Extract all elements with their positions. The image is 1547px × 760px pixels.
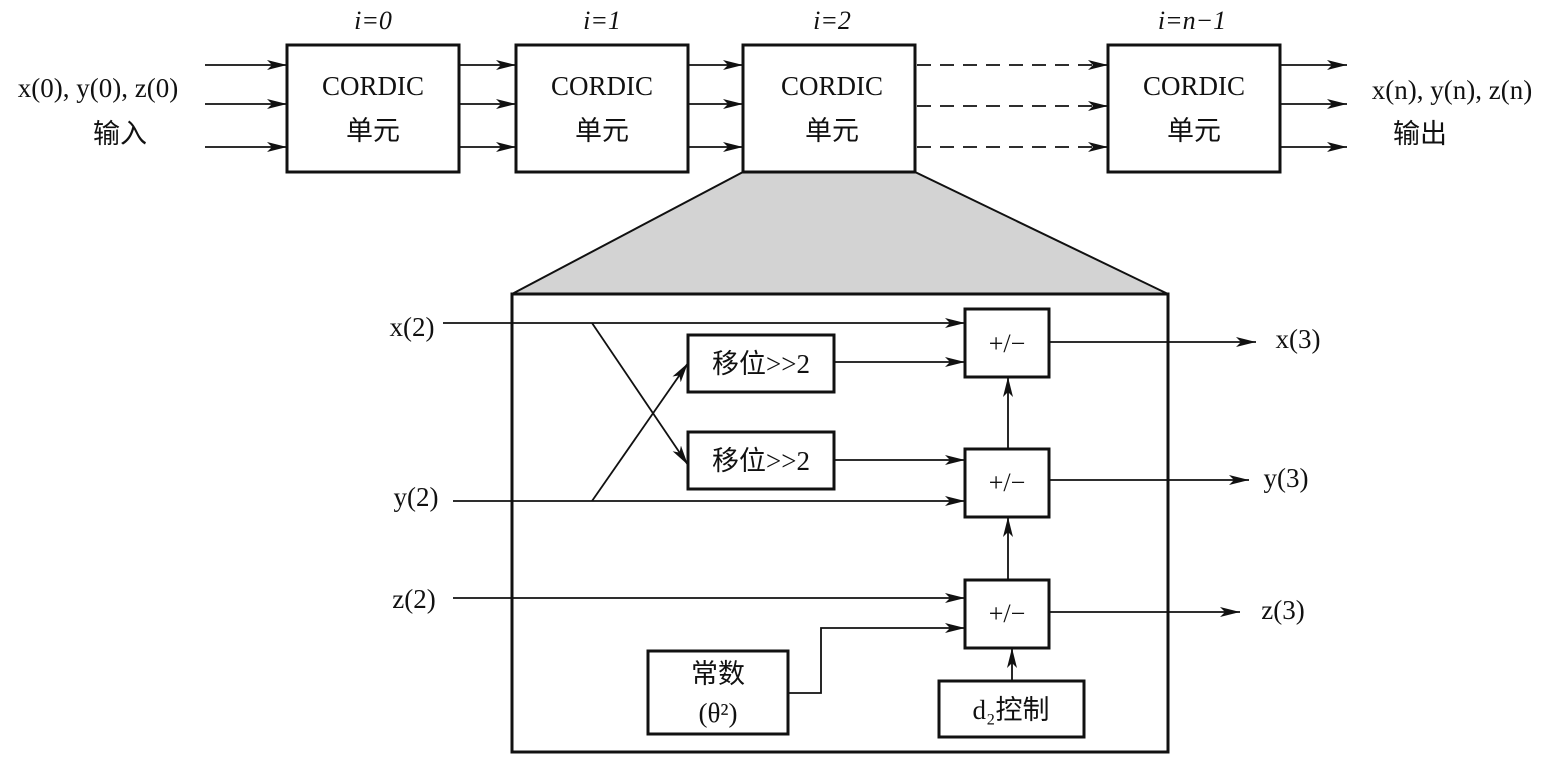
cordic-unit-subtitle: 单元 — [1167, 116, 1221, 146]
y-input-label: y(2) — [394, 482, 439, 512]
d2-control-box — [937, 679, 1086, 739]
adder-x-label: +/− — [989, 329, 1026, 358]
detail-box — [510, 292, 1170, 754]
output-arrows — [1280, 60, 1347, 152]
z-input-label: z(2) — [392, 584, 435, 614]
cordic-unit-title: CORDIC — [1143, 71, 1245, 101]
cordic-unit-title: CORDIC — [322, 71, 424, 101]
cordic-unit-box — [741, 43, 917, 174]
input-arrows — [205, 60, 287, 152]
cordic-unit-subtitle: 单元 — [575, 116, 629, 146]
x-to-shift-line — [591, 322, 689, 466]
z-output-label: z(3) — [1261, 595, 1304, 625]
cordic-stage-n-1: i=n−1 CORDIC 单元 — [1106, 6, 1282, 174]
output-signals-label: x(n), y(n), z(n) — [1372, 75, 1532, 105]
stage-arrows-0-1 — [459, 60, 516, 152]
cordic-unit-subtitle: 单元 — [805, 116, 859, 146]
cordic-stage-2: i=2 CORDIC 单元 — [741, 6, 917, 174]
cordic-unit-subtitle: 单元 — [346, 116, 400, 146]
cordic-unit-box — [285, 43, 461, 174]
cordic-unit-title: CORDIC — [551, 71, 653, 101]
adder-y — [963, 447, 1051, 519]
shift-box-top — [686, 333, 836, 394]
constant-label: 常数 — [691, 659, 745, 689]
constant-theta-label: (θ²) — [698, 698, 737, 728]
stage-index-label: i=1 — [583, 6, 621, 35]
cordic-unit-box — [514, 43, 690, 174]
zoom-callout — [511, 171, 1169, 295]
dashed-arrows-2-n — [917, 60, 1108, 152]
stage-index-label: i=n−1 — [1158, 6, 1226, 35]
cordic-unit-title: CORDIC — [781, 71, 883, 101]
output-caption: 输出 — [1393, 119, 1447, 149]
cordic-unit-box — [1106, 43, 1282, 174]
cordic-stage-1: i=1 CORDIC 单元 — [514, 6, 690, 174]
cordic-stage-0: i=0 CORDIC 单元 — [285, 6, 461, 174]
adder-x — [963, 307, 1051, 379]
input-signals-label: x(0), y(0), z(0) — [18, 73, 178, 103]
adder-z-label: +/− — [989, 599, 1026, 628]
d2-control-label: d₂控制 — [973, 695, 1050, 725]
x-input-label: x(2) — [390, 312, 435, 342]
shift-label-top: 移位>>2 — [712, 349, 810, 379]
stage-index-label: i=2 — [813, 6, 851, 35]
input-caption: 输入 — [93, 119, 147, 149]
y-output-label: y(3) — [1264, 463, 1309, 493]
constant-box — [646, 649, 790, 736]
stage-arrows-1-2 — [688, 60, 743, 152]
constant-to-adder-line — [788, 623, 965, 694]
x-output-label: x(3) — [1276, 324, 1321, 354]
y-to-shift-line — [591, 362, 689, 502]
shift-box-bottom — [686, 430, 836, 491]
shift-label-bottom: 移位>>2 — [712, 446, 810, 476]
adder-y-label: +/− — [989, 468, 1026, 497]
stage-index-label: i=0 — [354, 6, 392, 35]
